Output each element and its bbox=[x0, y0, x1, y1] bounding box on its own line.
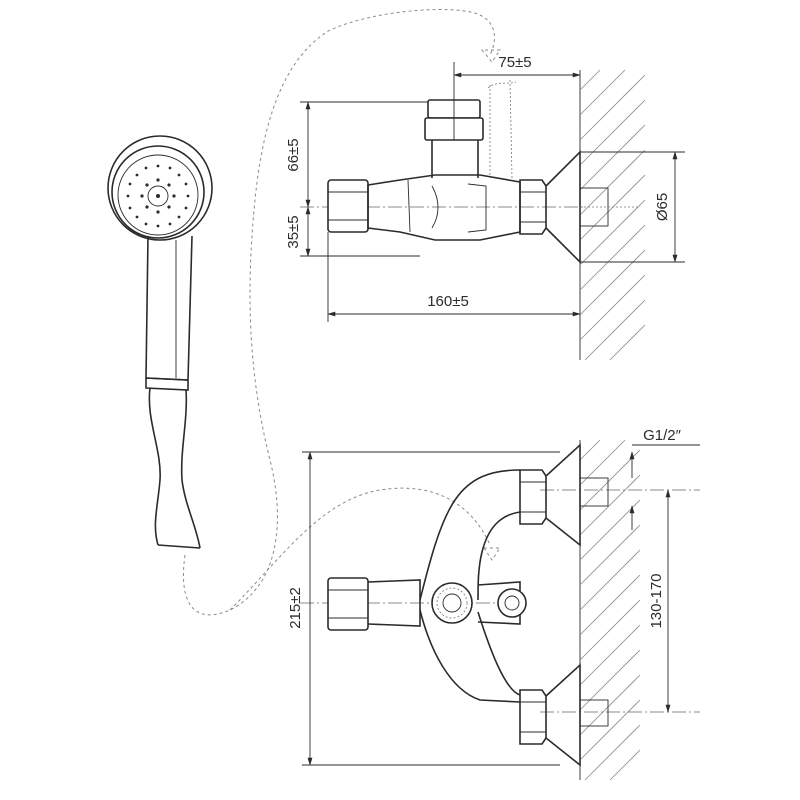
dim-length: 160±5 bbox=[427, 293, 469, 310]
mixer-side-view bbox=[300, 79, 640, 264]
mixer-front-view bbox=[300, 443, 700, 767]
dim-axis-height: 35±5 bbox=[285, 215, 302, 248]
wall-hatch-top bbox=[579, 69, 646, 361]
dimension-lines-top bbox=[300, 62, 685, 322]
dimension-lines-bottom bbox=[302, 444, 700, 766]
dim-top-offset: 75±5 bbox=[498, 54, 531, 71]
dim-thread: G1/2″ bbox=[643, 427, 682, 444]
dim-centers-range: 130-170 bbox=[648, 573, 665, 628]
dim-flange-diameter: Ø65 bbox=[654, 193, 671, 221]
dim-top-height: 66±5 bbox=[285, 138, 302, 171]
flow-arrow-icon bbox=[183, 9, 501, 616]
dim-height-total: 215±2 bbox=[287, 587, 304, 629]
wall-hatch-bottom bbox=[579, 439, 641, 781]
shower-hose-icon bbox=[148, 387, 201, 549]
hand-shower-icon bbox=[107, 135, 213, 391]
